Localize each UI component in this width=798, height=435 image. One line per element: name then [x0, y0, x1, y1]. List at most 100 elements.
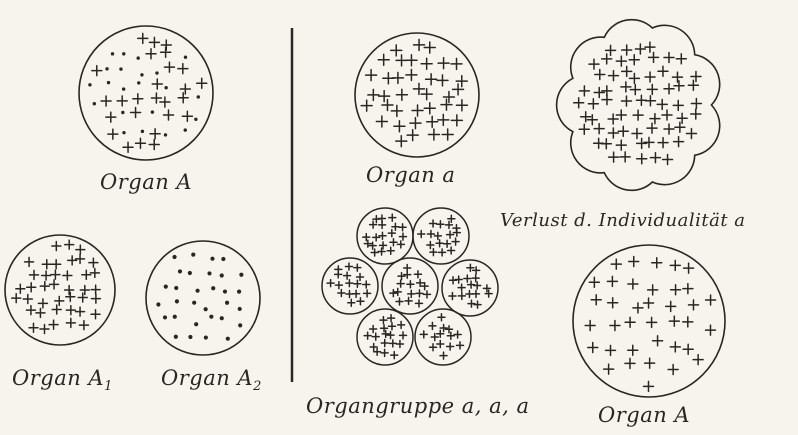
dot-marker — [173, 315, 177, 319]
dot-marker — [184, 128, 187, 131]
plus-marker — [663, 154, 673, 164]
dot-marker — [164, 133, 167, 136]
plus-marker — [618, 126, 628, 136]
plus-marker — [458, 292, 465, 299]
plus-marker — [666, 301, 676, 311]
plus-marker — [472, 290, 479, 297]
plus-marker — [398, 321, 405, 328]
plus-marker — [426, 74, 437, 85]
plus-marker — [49, 320, 58, 329]
plus-marker — [604, 364, 614, 374]
plus-marker — [453, 229, 460, 236]
plus-marker — [589, 277, 599, 287]
plus-marker — [616, 140, 626, 150]
plus-marker — [66, 306, 75, 315]
plus-marker — [387, 332, 394, 339]
dot-marker — [156, 302, 160, 306]
plus-marker — [178, 93, 188, 103]
plus-marker — [404, 271, 411, 278]
plus-marker — [40, 324, 49, 333]
plus-marker — [644, 137, 654, 147]
plus-marker — [621, 82, 631, 92]
plus-marker — [455, 276, 462, 283]
plus-marker — [632, 129, 642, 139]
plus-marker — [430, 249, 437, 256]
plus-marker — [589, 59, 599, 69]
plus-marker — [89, 258, 98, 267]
dot-marker — [238, 323, 242, 327]
plus-marker — [378, 54, 389, 65]
plus-marker — [456, 100, 467, 111]
plus-marker — [445, 326, 452, 333]
dot-marker — [237, 290, 241, 294]
plus-marker — [691, 109, 701, 119]
plus-marker — [361, 100, 372, 111]
dot-marker — [223, 289, 227, 293]
plus-marker — [108, 129, 118, 139]
dot-marker — [111, 52, 114, 55]
label-organ-a1-subscript: 1 — [104, 379, 113, 394]
label-organ-a1: Organ A1 — [12, 366, 113, 394]
plus-marker — [628, 279, 638, 289]
dot-marker — [164, 285, 168, 289]
dot-marker — [192, 301, 196, 305]
plus-marker — [437, 221, 444, 228]
plus-marker — [622, 66, 632, 76]
plus-marker — [397, 241, 404, 248]
plus-marker — [379, 221, 386, 228]
plus-marker — [346, 280, 353, 287]
plus-marker — [363, 281, 370, 288]
plus-marker — [664, 124, 674, 134]
dot-marker — [164, 86, 167, 89]
plus-marker — [684, 263, 694, 273]
plus-marker — [472, 275, 479, 282]
dot-marker — [195, 289, 199, 293]
plus-marker — [370, 343, 377, 350]
plus-marker — [644, 298, 654, 308]
dot-marker — [151, 110, 154, 113]
plus-marker — [448, 247, 455, 254]
plus-marker — [579, 124, 589, 134]
plus-marker — [390, 239, 397, 246]
plus-marker — [670, 260, 680, 270]
plus-marker — [416, 290, 423, 297]
plus-marker — [652, 258, 662, 268]
dot-marker — [175, 299, 179, 303]
plus-marker — [588, 342, 598, 352]
plus-marker — [338, 290, 345, 297]
plus-marker — [381, 339, 388, 346]
plus-marker — [182, 111, 192, 121]
plus-marker — [705, 325, 715, 335]
plus-marker — [405, 297, 412, 304]
plus-marker — [370, 326, 377, 333]
plus-marker — [706, 295, 716, 305]
dot-marker — [197, 95, 200, 98]
plus-marker — [345, 263, 352, 270]
plus-marker — [52, 305, 61, 314]
plus-marker — [92, 66, 102, 76]
plus-marker — [424, 42, 435, 53]
dot-marker — [136, 56, 139, 59]
plus-marker — [357, 273, 364, 280]
plus-marker — [637, 138, 647, 148]
plus-marker — [423, 291, 430, 298]
plus-marker — [65, 240, 74, 249]
plus-marker — [68, 256, 77, 265]
plus-marker — [161, 47, 171, 57]
plus-marker — [677, 113, 687, 123]
plus-marker — [396, 89, 407, 100]
plus-marker — [608, 71, 618, 81]
plus-marker — [683, 344, 693, 354]
plus-marker — [645, 358, 655, 368]
plus-marker — [344, 272, 351, 279]
plus-marker — [474, 282, 481, 289]
dot-marker — [204, 307, 208, 311]
plus-marker — [417, 279, 424, 286]
dot-marker — [137, 81, 140, 84]
dot-marker — [188, 335, 192, 339]
plus-marker — [440, 352, 447, 359]
label-organ-a-bottom: Organ A — [598, 403, 690, 427]
plus-marker — [436, 240, 443, 247]
plus-marker — [451, 115, 462, 126]
dot-marker — [174, 286, 178, 290]
